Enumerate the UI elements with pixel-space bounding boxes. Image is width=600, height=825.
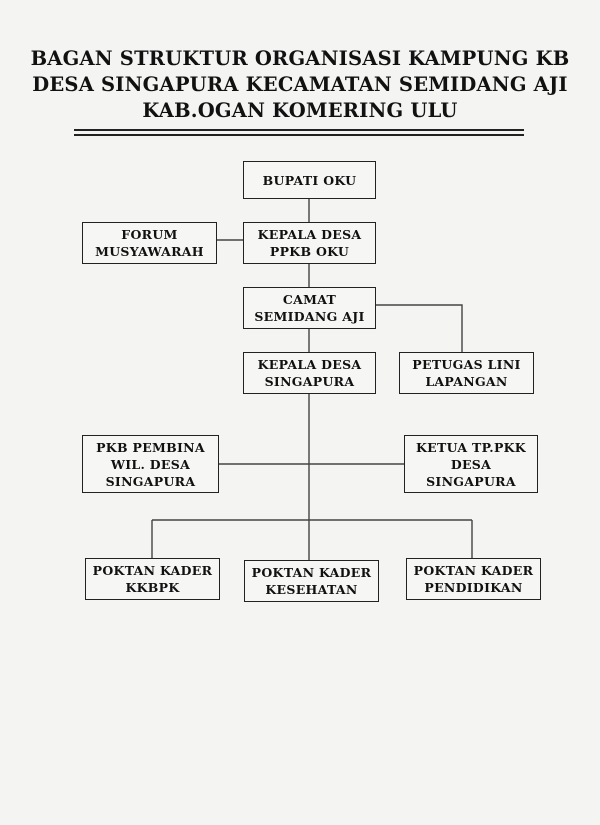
node-camat-semidang-aji: CAMAT SEMIDANG AJI	[243, 287, 376, 329]
node-poktan-kkbpk-line-1: POKTAN KADER	[92, 563, 213, 578]
node-petugas-lini-lapangan: PETUGAS LINI LAPANGAN	[399, 352, 534, 394]
node-kepala-desa-singapura: KEPALA DESA SINGAPURA	[243, 352, 376, 394]
node-poktan-kkbpk-line-2: KKBPK	[125, 580, 180, 595]
node-kepala-desa-singapura-line-2: SINGAPURA	[264, 374, 355, 389]
node-pkb-pembina: PKB PEMBINA WIL. DESA SINGAPURA	[82, 435, 219, 493]
node-forum-line-2: MUSYAWARAH	[95, 244, 204, 259]
node-petugas-line-2: LAPANGAN	[425, 374, 508, 389]
title-line-1: BAGAN STRUKTUR ORGANISASI KAMPUNG KB	[30, 47, 570, 70]
chart-title: BAGAN STRUKTUR ORGANISASI KAMPUNG KB DES…	[20, 46, 580, 124]
node-ketua-tp-pkk: KETUA TP.PKK DESA SINGAPURA	[404, 435, 538, 493]
title-underline-top	[74, 129, 524, 131]
connector-camat-petugas	[375, 304, 463, 352]
node-forum-line-1: FORUM	[121, 227, 178, 242]
node-kepala-desa-ppkb-line-1: KEPALA DESA	[257, 227, 362, 242]
node-poktan-kader-kkbpk: POKTAN KADER KKBPK	[85, 558, 220, 600]
node-poktan-pendidikan-line-2: PENDIDIKAN	[424, 580, 523, 595]
title-line-2: DESA SINGAPURA KECAMATAN SEMIDANG AJI	[32, 73, 568, 96]
node-pkb-line-1: PKB PEMBINA	[96, 439, 205, 455]
node-ketua-pkk-line-1: KETUA TP.PKK	[416, 439, 526, 455]
node-poktan-kesehatan-line-1: POKTAN KADER	[251, 565, 372, 580]
node-petugas-line-1: PETUGAS LINI	[412, 357, 521, 372]
node-kepala-desa-ppkb-line-2: PPKB OKU	[269, 244, 350, 259]
node-kepala-desa-ppkb-oku: KEPALA DESA PPKB OKU	[243, 222, 376, 264]
node-bupati-line-1: BUPATI OKU	[262, 172, 357, 188]
node-pkb-line-3: SINGAPURA	[105, 473, 196, 489]
node-pkb-line-2: WIL. DESA	[110, 456, 191, 472]
title-line-3: KAB.OGAN KOMERING ULU	[142, 99, 458, 122]
node-poktan-kesehatan-line-2: KESEHATAN	[265, 582, 358, 597]
node-kepala-desa-singapura-line-1: KEPALA DESA	[257, 357, 362, 372]
node-poktan-pendidikan-line-1: POKTAN KADER	[413, 563, 534, 578]
title-underline-bottom	[74, 134, 524, 136]
node-ketua-pkk-line-2: DESA	[450, 456, 492, 472]
node-bupati-oku: BUPATI OKU	[243, 161, 376, 199]
node-ketua-pkk-line-3: SINGAPURA	[426, 473, 516, 489]
node-forum-musyawarah: FORUM MUSYAWARAH	[82, 222, 217, 264]
node-camat-line-1: CAMAT	[282, 292, 337, 307]
node-poktan-kader-pendidikan: POKTAN KADER PENDIDIKAN	[406, 558, 541, 600]
node-camat-line-2: SEMIDANG AJI	[254, 309, 365, 324]
node-poktan-kader-kesehatan: POKTAN KADER KESEHATAN	[244, 560, 379, 602]
